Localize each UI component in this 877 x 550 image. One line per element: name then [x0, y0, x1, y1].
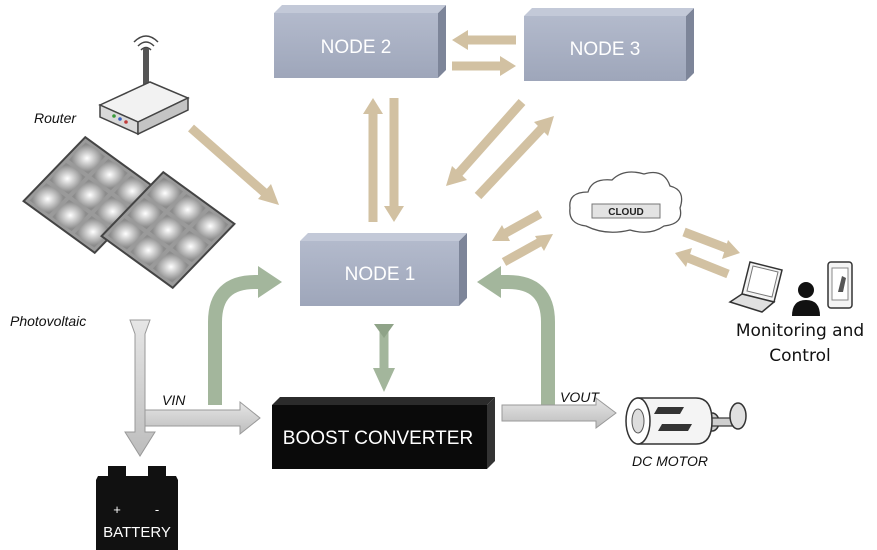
- router-label: Router: [34, 110, 77, 126]
- battery-label: BATTERY: [103, 524, 171, 541]
- arrow-boost-to-motor: [501, 397, 617, 429]
- dc-motor-icon: [625, 397, 747, 445]
- user-icon: [792, 282, 820, 316]
- monitoring-label-line1: Monitoring and: [736, 321, 864, 341]
- battery-minus-sign: -: [155, 502, 159, 517]
- tablet-icon: [827, 261, 853, 309]
- arrow-vin-to-boost: [144, 400, 261, 436]
- battery-icon: + - BATTERY: [96, 466, 178, 550]
- solar-panel-icon: [22, 135, 236, 290]
- arrow-node3-to-node2: [452, 30, 516, 50]
- arrow-monitoring-to-cloud: [675, 248, 730, 279]
- arrow-vin-to-node1: [208, 266, 282, 405]
- node-3-label: NODE 3: [570, 39, 641, 60]
- arrow-cloud-to-node1: [492, 210, 543, 241]
- arrow-node1-to-boost: [373, 324, 395, 392]
- boost-converter-block: BOOST CONVERTER: [272, 397, 495, 469]
- arrow-node1-to-node2: [363, 98, 383, 222]
- vout-label: VOUT: [560, 389, 600, 405]
- cloud-icon: [569, 171, 683, 233]
- arrow-node2-to-node1: [384, 98, 404, 222]
- arrow-vout-to-node1: [477, 266, 555, 405]
- arrow-node1-to-node3: [474, 116, 554, 200]
- node-3-block: NODE 3: [524, 8, 694, 81]
- photovoltaic-label: Photovoltaic: [10, 313, 86, 329]
- router-icon: [98, 35, 190, 136]
- arrow-cloud-to-monitoring: [682, 227, 740, 259]
- laptop-icon: [728, 261, 783, 313]
- node-2-block: NODE 2: [274, 5, 446, 78]
- arrow-node3-to-node1: [446, 99, 526, 186]
- dc-motor-label: DC MOTOR: [632, 453, 708, 469]
- node-1-block: NODE 1: [300, 233, 467, 306]
- node-2-label: NODE 2: [321, 37, 392, 58]
- arrow-pv-to-battery: [124, 319, 156, 457]
- battery-plus-sign: +: [113, 502, 121, 517]
- node-1-label: NODE 1: [345, 264, 416, 285]
- monitoring-label-line2: Control: [769, 346, 830, 366]
- arrow-router-to-node1: [188, 124, 279, 205]
- boost-converter-label: BOOST CONVERTER: [283, 428, 473, 449]
- arrow-node2-to-node3: [452, 56, 516, 76]
- cloud-label: CLOUD: [608, 207, 644, 218]
- vin-label: VIN: [162, 392, 186, 408]
- arrow-node1-to-cloud: [501, 234, 553, 266]
